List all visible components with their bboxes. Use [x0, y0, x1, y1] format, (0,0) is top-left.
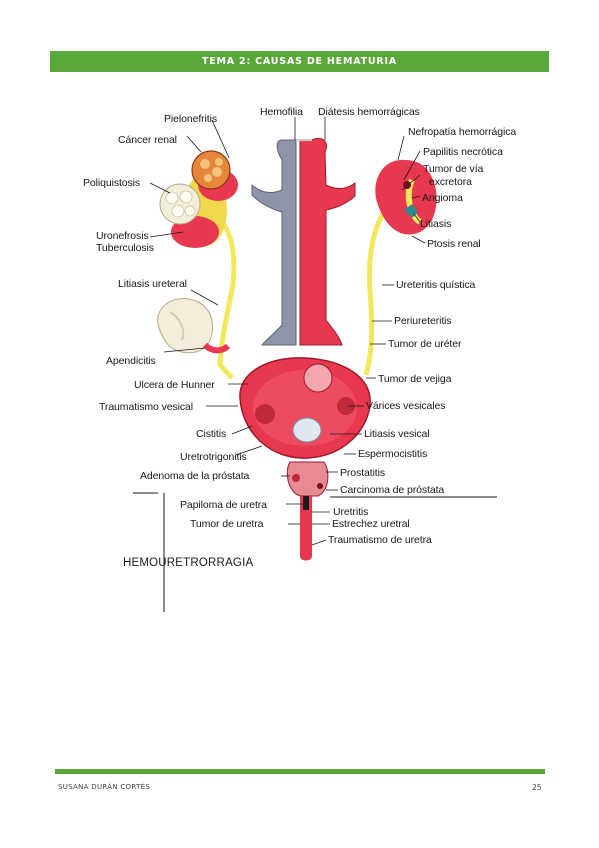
label-angioma: Angioma	[422, 192, 463, 204]
label-varices: Várices vesicales	[366, 400, 446, 412]
left-kidney-cluster	[159, 150, 238, 248]
label-tumor-uretra: Tumor de uretra	[190, 518, 264, 530]
label-uretritis: Uretritis	[333, 506, 369, 518]
appendix	[157, 298, 231, 354]
label-adenoma: Adenoma de la próstata	[140, 470, 250, 482]
label-tumor-ureter: Tumor de uréter	[388, 338, 462, 350]
label-litiasis-ureteral: Litiasis ureteral	[118, 278, 187, 290]
label-espermocistitis: Espermocistitis	[358, 448, 428, 460]
label-tuberculosis: Tuberculosis	[96, 242, 154, 254]
label-pielonefritis: Pielonefritis	[164, 113, 217, 125]
section-title: TEMA 2: CAUSAS DE HEMATURIA	[201, 56, 398, 67]
label-poliquistosis: Poliquistosis	[83, 177, 141, 189]
page-number: 25	[532, 783, 542, 792]
label-tumor-via: Tumor de vía	[423, 163, 484, 175]
label-ulcera: Ulcera de Hunner	[134, 379, 215, 391]
label-uronefrosis: Uronefrosis	[96, 230, 149, 242]
right-ureter	[363, 198, 394, 376]
label-ptosis: Ptosis renal	[427, 238, 481, 250]
label-tumor-via-2: excretora	[429, 176, 472, 188]
label-periureteritis: Periureteritis	[394, 315, 452, 327]
label-traumatismo-vesical: Traumatismo vesical	[99, 401, 193, 413]
label-papilitis: Papilitis necrótica	[423, 146, 503, 158]
label-nefropatia: Nefropatía hemorrágica	[408, 126, 517, 138]
great-vessels	[251, 137, 356, 346]
leader-lines	[133, 117, 497, 612]
label-diatesis: Diátesis hemorrágicas	[318, 106, 420, 118]
label-tumor-vejiga: Tumor de vejiga	[378, 373, 452, 385]
label-carcinoma: Carcinoma de próstata	[340, 484, 445, 496]
section-header: TEMA 2: CAUSAS DE HEMATURIA	[50, 51, 549, 72]
prostate-urethra	[286, 461, 329, 561]
label-litiasis: Litiasis	[420, 218, 452, 230]
label-uretrotrigonitis: Uretrotrigonitis	[180, 451, 247, 463]
bladder	[239, 357, 371, 459]
label-cancer-renal: Cáncer renal	[118, 134, 177, 146]
label-prostatitis: Prostatitis	[340, 467, 385, 479]
label-papiloma: Papiloma de uretra	[180, 499, 267, 511]
footer-author: SUSANA DURÁN CORTÉS	[58, 783, 151, 791]
label-ureteritis: Ureteritis quística	[396, 279, 476, 291]
label-hemofilia: Hemofilia	[260, 106, 303, 118]
label-apendicitis: Apendicitis	[106, 355, 156, 367]
label-litiasis-vesical: Litiasis vesical	[364, 428, 430, 440]
label-estrechez: Estrechez uretral	[332, 518, 410, 530]
label-traumatismo-uretra: Traumatismo de uretra	[328, 534, 432, 546]
label-cistitis: Cistitis	[196, 428, 227, 440]
footer-bar	[55, 769, 545, 774]
label-hemouretrorragia: HEMOURETRORRAGIA	[123, 557, 254, 569]
